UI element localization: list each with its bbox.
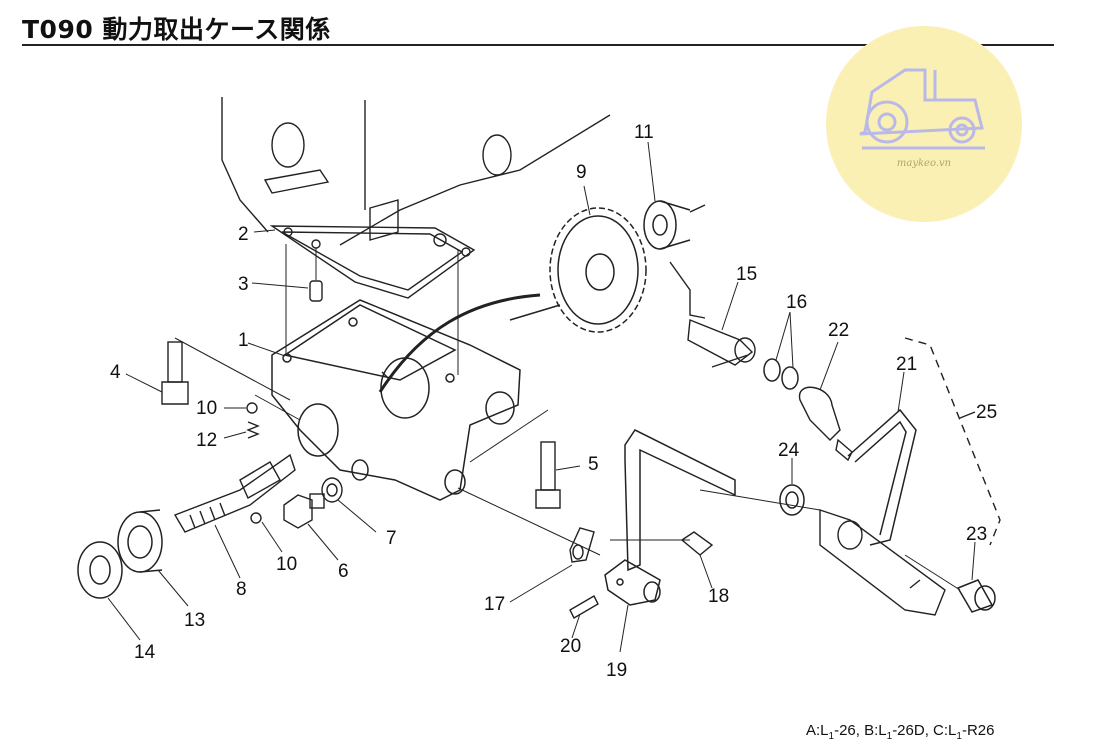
callout-10-top: 10 (196, 398, 217, 419)
part-21-lever (847, 408, 917, 546)
callout-8: 8 (236, 579, 247, 600)
callout-18: 18 (708, 586, 729, 607)
part-3-dowel (309, 280, 323, 302)
leader-lines (107, 141, 976, 653)
part-8-shaft (173, 453, 296, 533)
callout-15: 15 (736, 264, 757, 285)
part-24-washer (779, 484, 805, 516)
callout-11: 12 (196, 430, 217, 451)
part-20-pin (569, 595, 599, 619)
part-2-gasket (269, 225, 476, 299)
callout-1: 1 (238, 330, 249, 351)
callout-9: 9 (576, 162, 587, 183)
engine-block (221, 97, 611, 246)
assembly-lines (174, 244, 961, 591)
part-5-bolt (535, 441, 561, 509)
callout-24: 24 (778, 440, 800, 461)
callout-6: 6 (338, 561, 349, 582)
page-title: T090 動力取出ケース関係 (22, 15, 331, 44)
part-15-shaft (669, 261, 756, 368)
model-a: A:L1-26, (806, 722, 860, 742)
callout-23: 23 (966, 524, 987, 545)
part-14-bearing (77, 541, 123, 599)
part-18-bolt (680, 531, 714, 556)
callout-16: 16 (786, 292, 807, 313)
model-applicability: A:L1-26, B:L1-26D, C:L1-R26 (806, 722, 994, 742)
part-25-assembly-marker (904, 337, 1001, 546)
callout-7: 7 (386, 528, 397, 549)
callout-12: 11 (634, 122, 654, 143)
callout-10-bottom: 10 (276, 554, 297, 575)
part-11-spring (246, 421, 260, 439)
model-b: B:L1-26D, (864, 722, 929, 742)
part-9-gear (509, 207, 647, 333)
part-22-knob (799, 386, 853, 462)
callout-14: 14 (134, 642, 156, 663)
part-16-orings (763, 358, 799, 390)
watermark-text: maykeo.vn (897, 158, 951, 169)
callout-17: 17 (484, 594, 505, 615)
callout-5: 5 (588, 454, 599, 475)
title-rule (22, 44, 1054, 46)
part-23-collar (956, 579, 996, 613)
watermark-logo: maykeo.vn (826, 26, 1022, 222)
part-17-plate (569, 527, 595, 563)
callout-21: 21 (896, 354, 917, 375)
linkage-rod (819, 509, 946, 616)
part-7-washer (321, 477, 343, 503)
part-6-plug (283, 493, 325, 529)
callout-20: 20 (560, 636, 581, 657)
callout-22: 22 (828, 320, 849, 341)
model-c: C:L1-R26 (933, 722, 995, 742)
part-1-case (271, 293, 541, 501)
callout-3: 3 (238, 274, 249, 295)
callout-4: 4 (110, 362, 121, 383)
part-19-lever-arm (604, 429, 736, 606)
part-10-ball (246, 402, 262, 524)
callout-13: 13 (184, 610, 205, 631)
part-4-bolt (161, 341, 189, 405)
callout-19: 19 (606, 660, 627, 681)
callout-25: 25 (976, 402, 997, 423)
part-12-bearing (643, 200, 706, 250)
callout-2: 2 (238, 224, 249, 245)
callout-numbers: 2 3 1 4 10 12 5 6 7 8 10 13 14 9 11 15 1… (110, 122, 997, 681)
part-13-bearing (117, 509, 163, 573)
tractor-icon (859, 68, 985, 150)
